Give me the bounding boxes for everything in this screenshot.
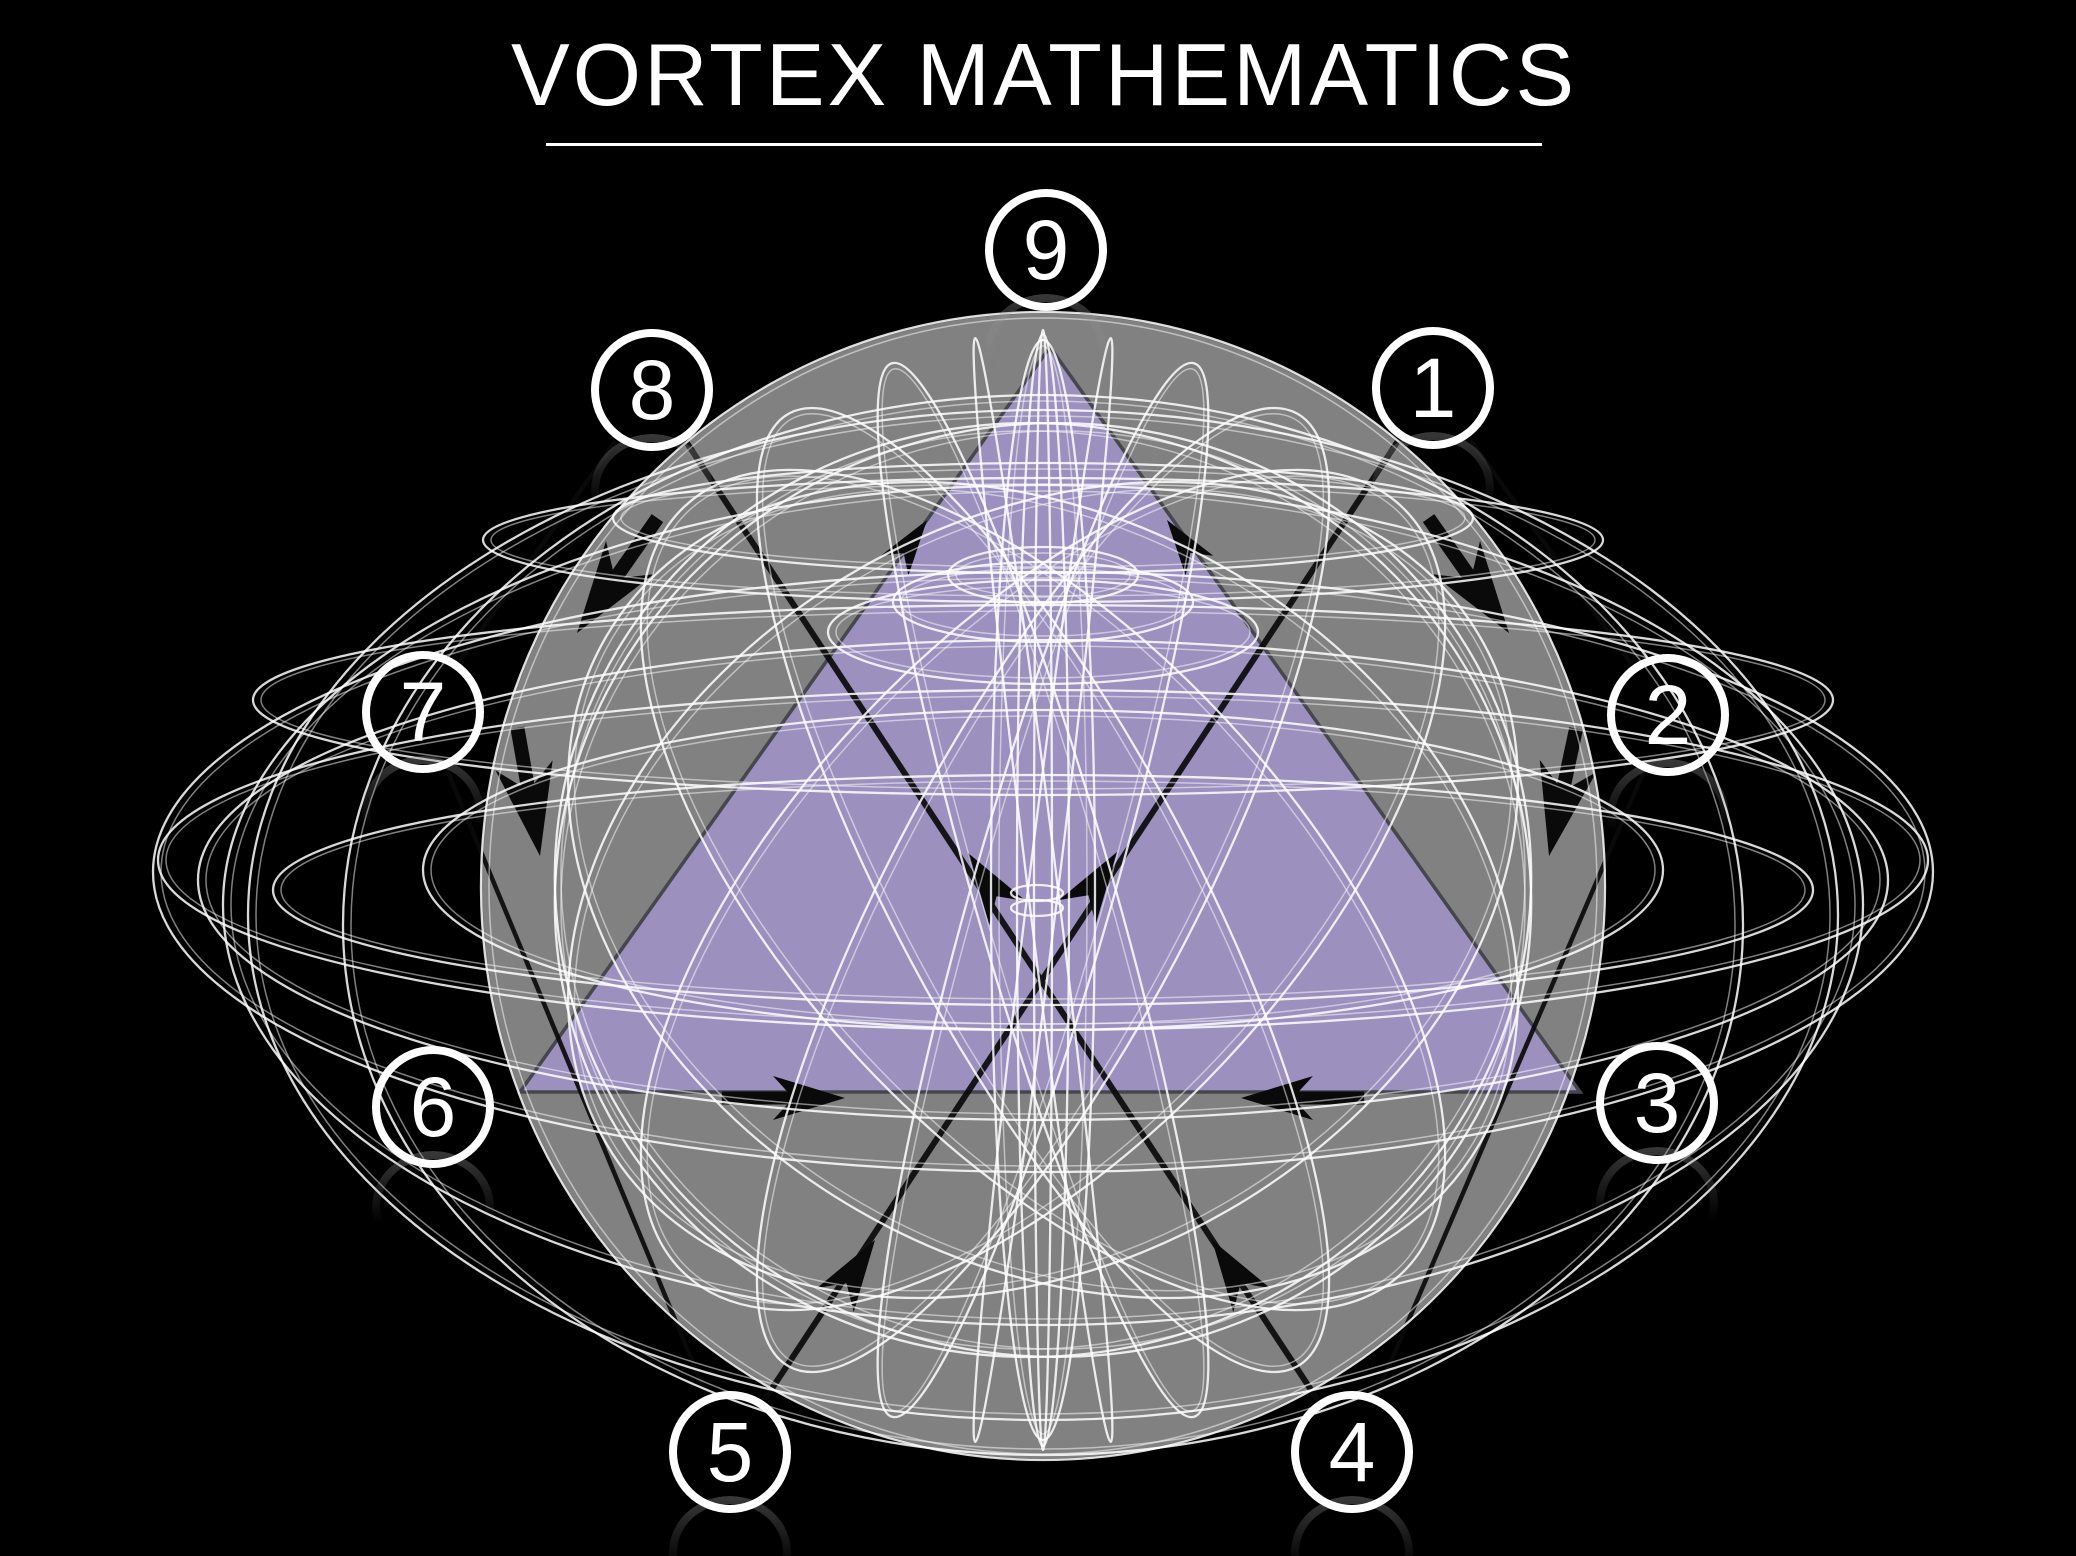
number-node-2: 2 xyxy=(1607,654,1729,776)
flow-arrowhead xyxy=(1539,760,1597,856)
node-number: 1 xyxy=(1409,341,1457,435)
number-node-8: 8 xyxy=(591,329,713,451)
number-node-1: 1 xyxy=(1372,327,1494,449)
node-number: 7 xyxy=(399,665,447,759)
flow-arrowhead xyxy=(1167,520,1214,576)
node-number: 2 xyxy=(1644,668,1692,762)
page-title: VORTEX MATHEMATICS xyxy=(510,25,1578,124)
number-node-6: 6 xyxy=(372,1046,494,1168)
flow-arrowhead xyxy=(495,760,553,856)
node-number: 9 xyxy=(1022,203,1070,297)
number-node-7: 7 xyxy=(362,651,484,773)
flow-arrowhead xyxy=(880,520,927,576)
node-number: 5 xyxy=(706,1405,754,1499)
torus-wireframe xyxy=(151,310,1935,1462)
flow-arrowhead xyxy=(968,853,1026,926)
title-underline xyxy=(546,143,1542,146)
number-node-5: 5 xyxy=(669,1391,791,1513)
number-node-4: 4 xyxy=(1291,1391,1413,1513)
node-number: 3 xyxy=(1633,1056,1681,1150)
flow-arrowhead xyxy=(1212,1240,1270,1313)
node-number: 8 xyxy=(628,343,676,437)
flow-arrow-shaft xyxy=(510,726,538,803)
number-node-3: 3 xyxy=(1596,1042,1718,1164)
flow-arrowhead xyxy=(817,1240,875,1313)
number-node-9: 9 xyxy=(985,189,1107,311)
node-number: 4 xyxy=(1328,1405,1376,1499)
node-number: 6 xyxy=(409,1060,457,1154)
